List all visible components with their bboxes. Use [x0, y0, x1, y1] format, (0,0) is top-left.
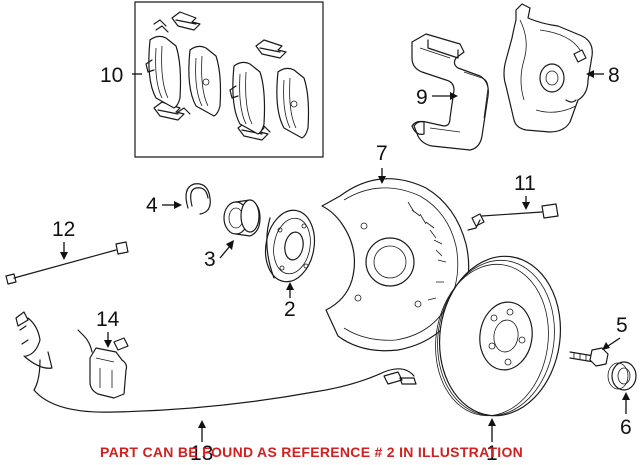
abs-wire-harness [15, 311, 417, 413]
callout-9: 9 [416, 86, 428, 109]
caliper-bracket [411, 33, 489, 151]
callout-2: 2 [284, 298, 296, 321]
snap-ring [185, 183, 211, 215]
callout-3: 3 [204, 248, 216, 271]
part-reference-notice: PART CAN BE FOUND AS REFERENCE # 2 IN IL… [100, 444, 523, 460]
callout-8: 8 [608, 64, 620, 87]
dust-cap [607, 361, 637, 391]
dust-shield [321, 178, 470, 352]
callout-5: 5 [616, 314, 628, 337]
caliper-bolt [569, 347, 609, 367]
brake-caliper [503, 3, 593, 133]
abs-sensor [77, 329, 129, 399]
callouts: 10 9 8 7 11 4 3 12 2 5 [52, 64, 632, 465]
callout-1: 1 [486, 442, 498, 465]
callout-13: 13 [190, 442, 213, 465]
callout-10: 10 [100, 64, 123, 87]
wear-sensor-front [467, 203, 559, 231]
callout-4: 4 [146, 194, 158, 217]
callout-14: 14 [96, 308, 120, 331]
callout-12: 12 [52, 218, 75, 241]
wear-sensor-rear [5, 241, 129, 285]
brake-pad-kit [132, 1, 324, 158]
brake-rotor [435, 255, 562, 417]
wheel-hub [264, 209, 316, 283]
wheel-bearing [223, 199, 261, 237]
callout-7: 7 [376, 142, 388, 165]
callout-11: 11 [514, 172, 536, 195]
callout-6: 6 [620, 416, 632, 439]
